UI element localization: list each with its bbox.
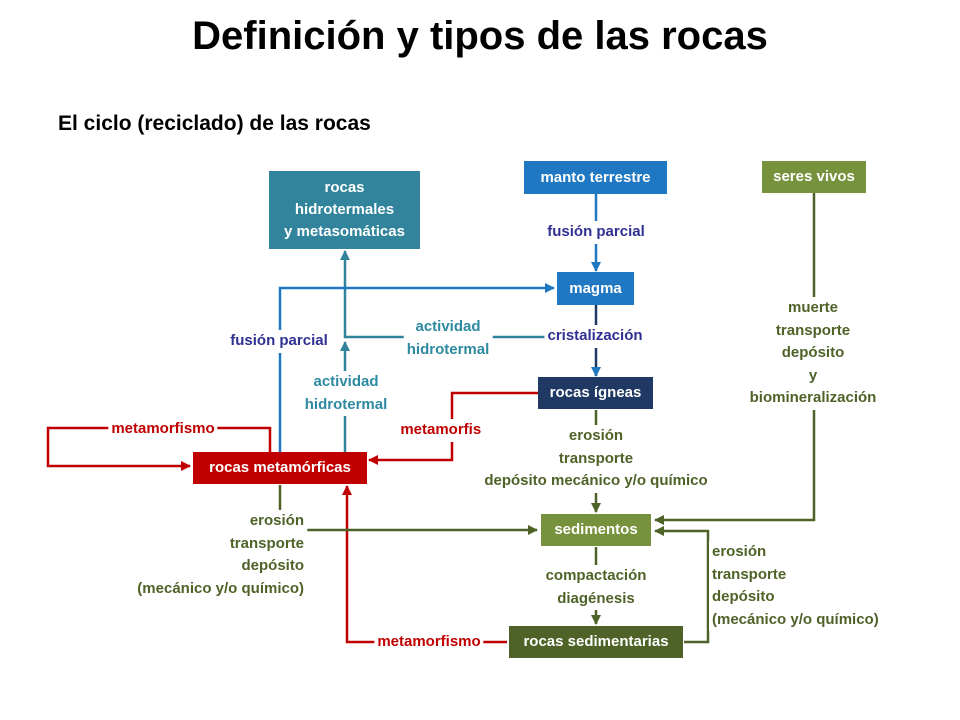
label-fusion-parcial-top: fusión parcial: [544, 221, 648, 244]
diagram-subtitle: El ciclo (reciclado) de las rocas: [58, 112, 371, 135]
label-cristalizacion: cristalización: [544, 325, 646, 348]
node-rocas-sedimentarias: rocas sedimentarias: [509, 626, 683, 658]
label-fusion-parcial-left: fusión parcial: [227, 330, 331, 353]
label-actividad-hidrotermal-left: actividad hidrotermal: [301, 371, 391, 416]
node-magma: magma: [557, 272, 634, 305]
label-erosion-igneas: erosión transporte depósito mecánico y/o…: [481, 425, 711, 493]
label-actividad-hidrotermal-top: actividad hidrotermal: [403, 316, 493, 361]
label-metamorfismo-mid: metamorfismo: [397, 419, 507, 442]
arrow-sedimentarias-metamorficas: [342, 485, 507, 644]
node-rocas-igneas: rocas ígneas: [538, 377, 653, 409]
node-seres-vivos: seres vivos: [762, 161, 866, 193]
arrow-actividad-hidrotermales: [340, 250, 596, 339]
node-rocas-hidrotermales: rocas hidrotermales y metasomáticas: [269, 171, 420, 249]
label-erosion-metamorficas: erosión transporte depósito (mecánico y/…: [134, 510, 307, 600]
label-metamorfismo-bottom: metamorfismo: [374, 631, 484, 654]
label-erosion-sedimentarias: erosión transporte depósito (mecánico y/…: [709, 541, 882, 631]
node-rocas-metamorficas: rocas metamórficas: [193, 452, 367, 484]
node-manto-terrestre: manto terrestre: [524, 161, 667, 194]
page-title: Definición y tipos de las rocas: [192, 14, 768, 58]
label-metamorfismo-left: metamorfismo: [108, 418, 218, 441]
node-sedimentos: sedimentos: [541, 514, 651, 546]
arrow-fusion-metamorficas-magma: [278, 283, 555, 452]
label-seres-vivos-path: muerte transporte depósito y biominerali…: [746, 297, 880, 410]
arrow-sedimentarias-sedimentos: [654, 526, 710, 644]
arrow-metamorfismo-loop: [46, 426, 272, 471]
label-compactacion: compactación diagénesis: [542, 565, 650, 610]
